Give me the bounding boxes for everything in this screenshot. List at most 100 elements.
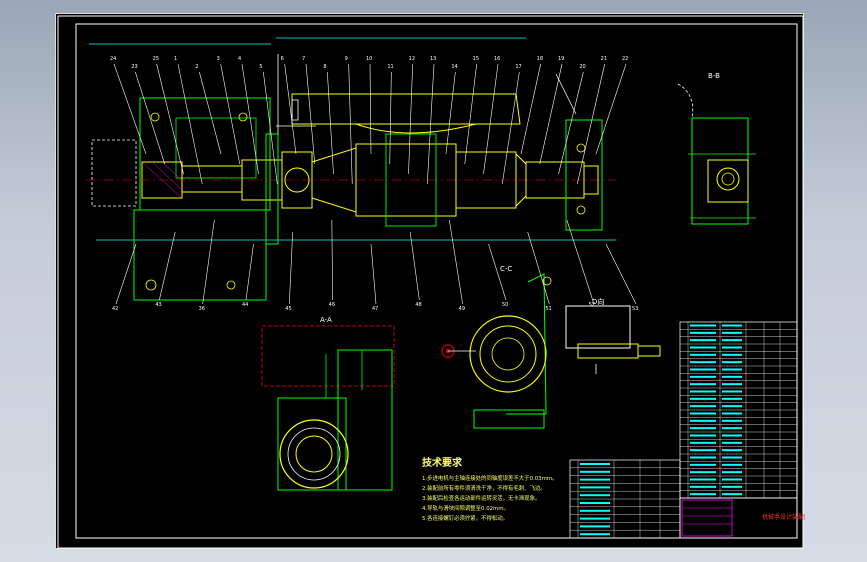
part-balloon: 23	[131, 64, 137, 70]
leader-line	[527, 231, 550, 305]
parts-cell-text	[690, 331, 716, 334]
leader-line	[445, 71, 456, 155]
part-balloon: 6	[281, 56, 284, 62]
parts-cell-text	[722, 485, 742, 488]
part-balloon: 16	[494, 56, 500, 62]
part-balloon: 15	[473, 56, 479, 62]
part-balloon: 47	[372, 306, 378, 312]
parts-cell-text	[690, 456, 716, 459]
part-balloon: 42	[112, 306, 118, 312]
parts-cell-text	[690, 434, 716, 437]
inner-border	[75, 23, 798, 539]
part-balloon: 11	[387, 64, 393, 70]
leader-line	[284, 63, 297, 155]
part-balloon: 51	[545, 306, 551, 312]
leader-line	[263, 71, 278, 185]
part-balloon: 50	[502, 302, 508, 308]
top-leaders	[113, 63, 627, 185]
leader-line	[202, 219, 215, 305]
parts-cell-text	[722, 375, 742, 378]
parts-cell-text	[690, 412, 716, 415]
leader-line	[483, 63, 499, 175]
parts-cell-text	[690, 441, 716, 444]
part-balloon: 17	[515, 64, 521, 70]
parts-cell-text	[722, 324, 742, 327]
parts-cell-text	[690, 427, 716, 430]
label-b-b: B-B	[708, 72, 720, 80]
parts-cell-text	[690, 485, 716, 488]
parts-cell-text	[722, 331, 742, 334]
leader-line	[369, 63, 372, 155]
tech-req-line: 1.步进电机与主轴连接处的同轴度误差不大于0.03mm。	[422, 474, 557, 482]
parts-cell-text	[690, 368, 716, 371]
part-balloon: 9	[345, 56, 348, 62]
parts-cell-text	[690, 375, 716, 378]
parts-cell-text	[580, 525, 610, 528]
leader-line	[115, 243, 137, 305]
leader-line	[327, 71, 334, 175]
parts-cell-text	[722, 449, 742, 452]
section-c-c-view	[441, 273, 552, 429]
leader-line	[220, 63, 241, 165]
parts-cell-text	[722, 419, 742, 422]
parts-cell-text	[690, 419, 716, 422]
parts-cell-text	[690, 478, 716, 481]
leader-line	[305, 63, 316, 165]
label-c-c: C-C	[500, 265, 512, 273]
outer-border	[57, 15, 804, 549]
leader-line	[409, 231, 420, 301]
parts-cell-text	[690, 390, 716, 393]
part-balloon: 7	[302, 56, 305, 62]
part-balloon: 36	[199, 306, 205, 312]
label-a-a: A-A	[320, 316, 332, 324]
part-balloon: 10	[366, 56, 372, 62]
leader-line	[449, 219, 463, 305]
bottom-leaders	[115, 219, 637, 305]
parts-cell-text	[690, 353, 716, 356]
tech-req-line: 2.装配前所有零件须清洗干净，不得有毛刺、飞边。	[422, 484, 546, 492]
main-assembly-view	[86, 37, 756, 301]
part-balloon: 21	[601, 56, 607, 62]
parts-cell-text	[722, 397, 742, 400]
part-balloon: 12	[409, 56, 415, 62]
part-balloon: 49	[459, 306, 465, 312]
part-balloon: 22	[622, 56, 628, 62]
parts-cell-text	[690, 463, 716, 466]
leader-line	[199, 71, 222, 155]
leader-line	[135, 71, 166, 165]
section-a-a-view	[261, 325, 395, 491]
title-block: 机械手设计装配图	[679, 497, 805, 539]
leader-line	[501, 71, 520, 185]
leader-line	[156, 63, 184, 175]
part-balloon: 25	[153, 56, 159, 62]
part-balloon: 2	[195, 64, 198, 70]
parts-cell-text	[722, 427, 742, 430]
part-balloon: 5	[259, 64, 262, 70]
leader-line	[113, 63, 147, 155]
tech-req-line: 5.各连接螺钉必须拧紧，不得松动。	[422, 514, 508, 522]
parts-cell-text	[690, 397, 716, 400]
leader-line	[289, 231, 293, 305]
parts-cell-text	[690, 346, 716, 349]
leader-line	[389, 71, 392, 165]
tech-req-line: 3.装配后检查各运动部件运转灵活，无卡滞现象。	[422, 494, 540, 502]
leader-line	[605, 243, 637, 305]
title-stamp: 机械手设计装配图	[762, 513, 805, 521]
part-balloon: 18	[537, 56, 543, 62]
parts-list-right	[679, 321, 798, 499]
parts-cell-text	[690, 449, 716, 452]
part-balloon: 43	[155, 302, 161, 308]
parts-cell-text	[722, 383, 742, 386]
part-balloon: 19	[558, 56, 564, 62]
parts-cell-text	[580, 533, 610, 536]
leader-line	[159, 231, 176, 301]
parts-cell-text	[722, 353, 742, 356]
leader-line	[408, 63, 413, 175]
part-balloon: 52	[589, 302, 595, 308]
leader-line	[245, 243, 254, 301]
leader-line	[488, 243, 507, 301]
parts-cell-text	[580, 478, 610, 481]
leader-line	[241, 63, 259, 175]
parts-cell-text	[580, 486, 610, 489]
leader-line	[464, 63, 477, 165]
